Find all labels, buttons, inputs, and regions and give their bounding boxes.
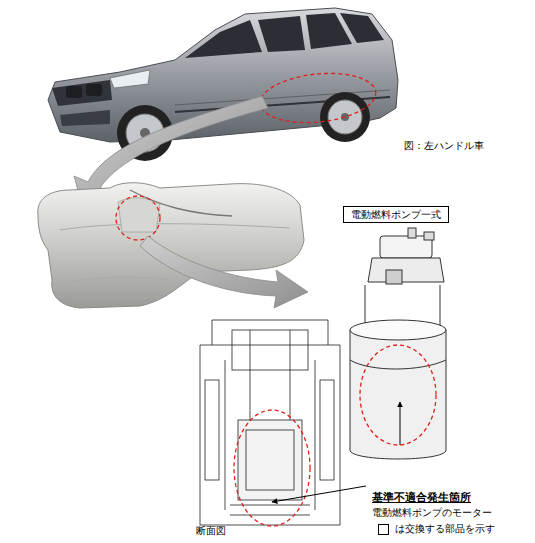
legend-text: は交換する部品を示す	[395, 522, 495, 536]
legend-entry: は交換する部品を示す	[378, 522, 495, 536]
leader-arrow	[400, 402, 401, 445]
cross-section-drawing	[200, 320, 340, 526]
pointer-arrow	[140, 236, 308, 308]
figure-label: 電動燃料ポンプのモーター	[372, 507, 492, 519]
legend-swatch	[378, 524, 389, 535]
leader-arrow	[272, 486, 366, 502]
fuel-pump-illustration	[350, 228, 446, 459]
defect-location-heading: 基準不適合発生箇所	[372, 491, 471, 504]
part-box: 電動燃料ポンプ一式	[343, 206, 449, 223]
box-text: 電動燃料ポンプ一式	[351, 208, 441, 222]
car-illustration	[48, 8, 398, 161]
figure-label: 断面図	[196, 525, 226, 537]
figure-label: 図：左ハンドル車	[404, 140, 484, 152]
